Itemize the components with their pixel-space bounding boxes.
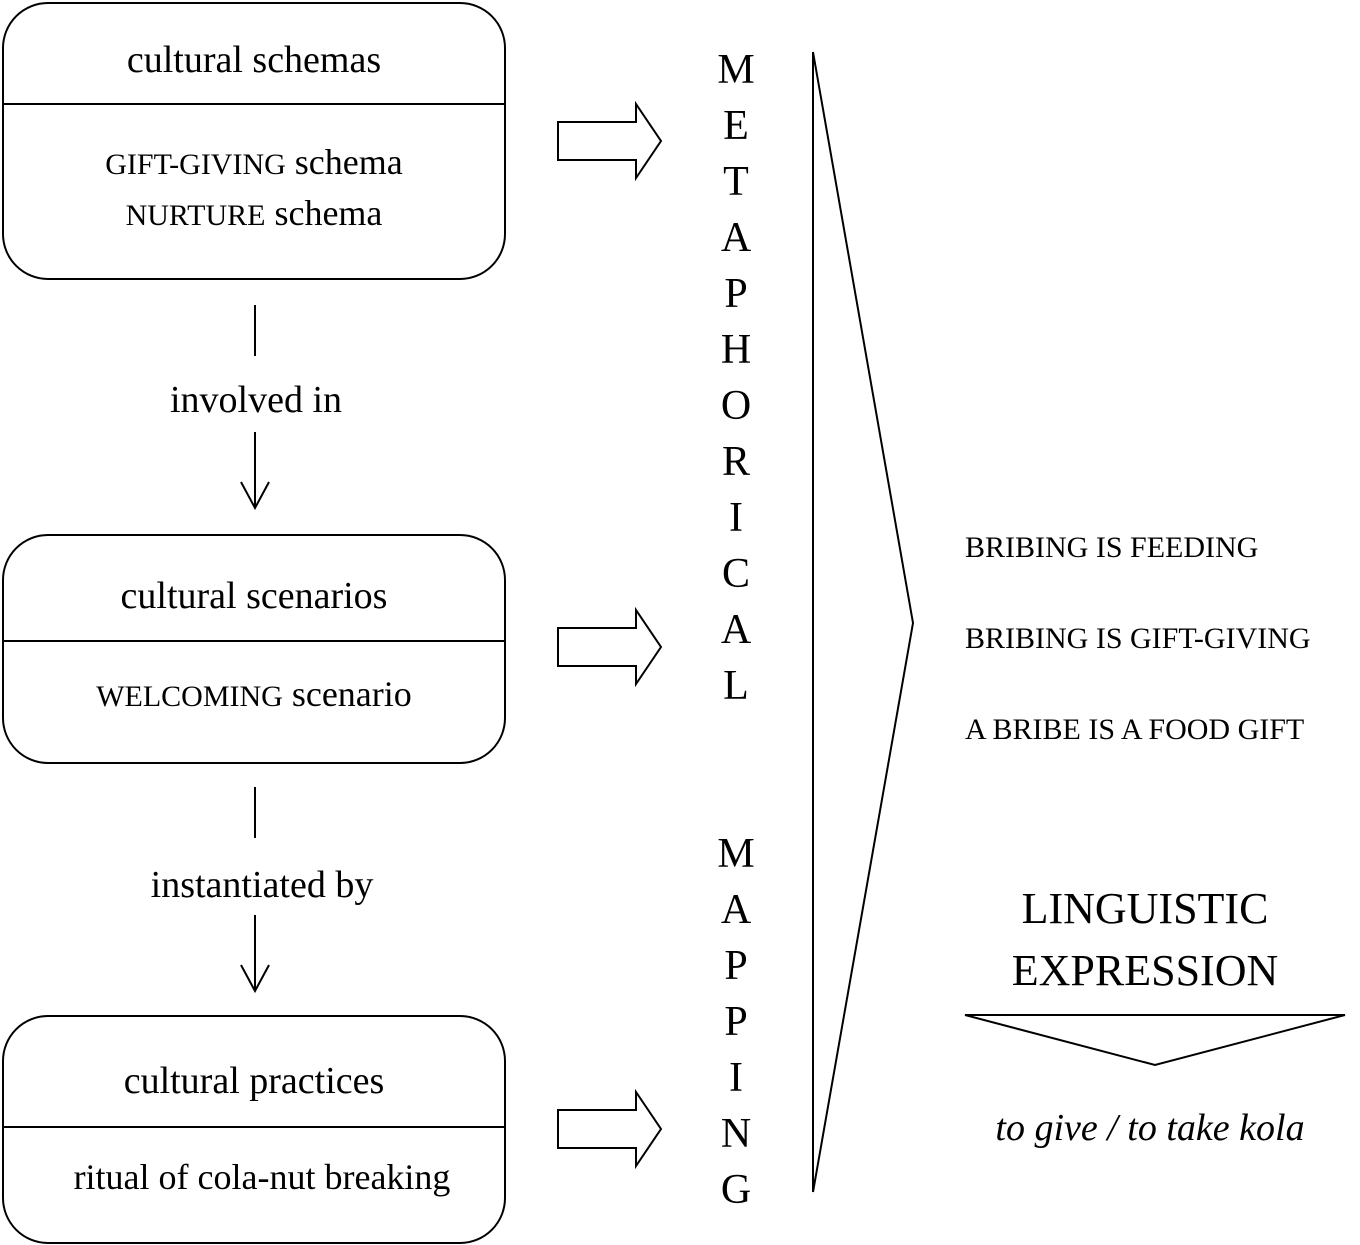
letter: E: [723, 103, 749, 149]
letter: I: [729, 1055, 743, 1101]
involved-in-label: involved in: [169, 379, 343, 421]
block-arrow-practices: [557, 1088, 663, 1170]
linguistic-expression-heading: LINGUISTIC EXPRESSION: [960, 878, 1330, 1002]
cultural-scenarios-title: cultural scenarios: [120, 575, 388, 617]
schema-name: NURTURE: [125, 199, 266, 232]
schema-name: GIFT-GIVING: [105, 148, 286, 181]
cultural-scenarios-box: cultural scenarios WELCOMING scenario: [2, 534, 506, 764]
schema-item-gift-giving: GIFT-GIVING schema: [4, 138, 504, 189]
letter: T: [723, 159, 749, 205]
letter: R: [721, 439, 750, 485]
cultural-practices-title: cultural practices: [123, 1060, 385, 1102]
letter: M: [717, 831, 755, 877]
cultural-schemas-list: GIFT-GIVING schema NURTURE schema: [4, 138, 504, 240]
cultural-scenarios-list: WELCOMING scenario: [4, 670, 504, 721]
cultural-schemas-title: cultural schemas: [126, 39, 382, 81]
letter: M: [717, 47, 755, 93]
mapping-funnel-triangle: [812, 51, 915, 1193]
letter: I: [729, 495, 743, 541]
block-arrow-schemas: [557, 100, 663, 182]
letter: A: [720, 215, 752, 261]
letter: G: [720, 1167, 752, 1213]
metaphor-bribing-is-feeding: BRIBING IS FEEDING: [965, 531, 1259, 564]
linguistic-expression-text: to give / to take kola: [995, 1107, 1305, 1149]
metaphor-bribe-is-food-gift: A BRIBE IS A FOOD GIFT: [965, 713, 1305, 746]
box-divider: [4, 1126, 504, 1128]
expression-funnel-triangle: [964, 1014, 1346, 1067]
connector-arrow-1: [240, 305, 270, 511]
instantiated-by-label: instantiated by: [150, 864, 374, 906]
letter: C: [721, 551, 750, 597]
box-divider: [4, 103, 504, 105]
cultural-practices-box: cultural practices ritual of cola-nut br…: [2, 1015, 506, 1244]
letter: N: [720, 1111, 752, 1157]
letter: O: [720, 383, 752, 429]
scenario-suffix: scenario: [282, 674, 412, 714]
schema-suffix: schema: [265, 193, 383, 233]
box-divider: [4, 640, 504, 642]
connector-arrow-2: [240, 787, 270, 994]
schema-item-nurture: NURTURE schema: [4, 189, 504, 240]
letter: P: [724, 271, 748, 317]
letter: H: [720, 327, 752, 373]
letter: P: [724, 999, 748, 1045]
letter: A: [720, 887, 752, 933]
linguistic-heading-line2: EXPRESSION: [1011, 946, 1279, 995]
scenario-item-welcoming: WELCOMING scenario: [4, 670, 504, 721]
letter: P: [724, 943, 748, 989]
letter: L: [723, 663, 749, 709]
metaphor-bribing-is-gift-giving: BRIBING IS GIFT-GIVING: [965, 622, 1311, 655]
cultural-schemas-box: cultural schemas GIFT-GIVING schema NURT…: [2, 2, 506, 280]
letter: A: [720, 607, 752, 653]
cultural-practices-body: ritual of cola-nut breaking: [73, 1157, 451, 1197]
scenario-name: WELCOMING: [96, 680, 283, 713]
schema-suffix: schema: [285, 142, 403, 182]
block-arrow-scenarios: [557, 606, 663, 688]
linguistic-heading-line1: LINGUISTIC: [1021, 884, 1269, 933]
